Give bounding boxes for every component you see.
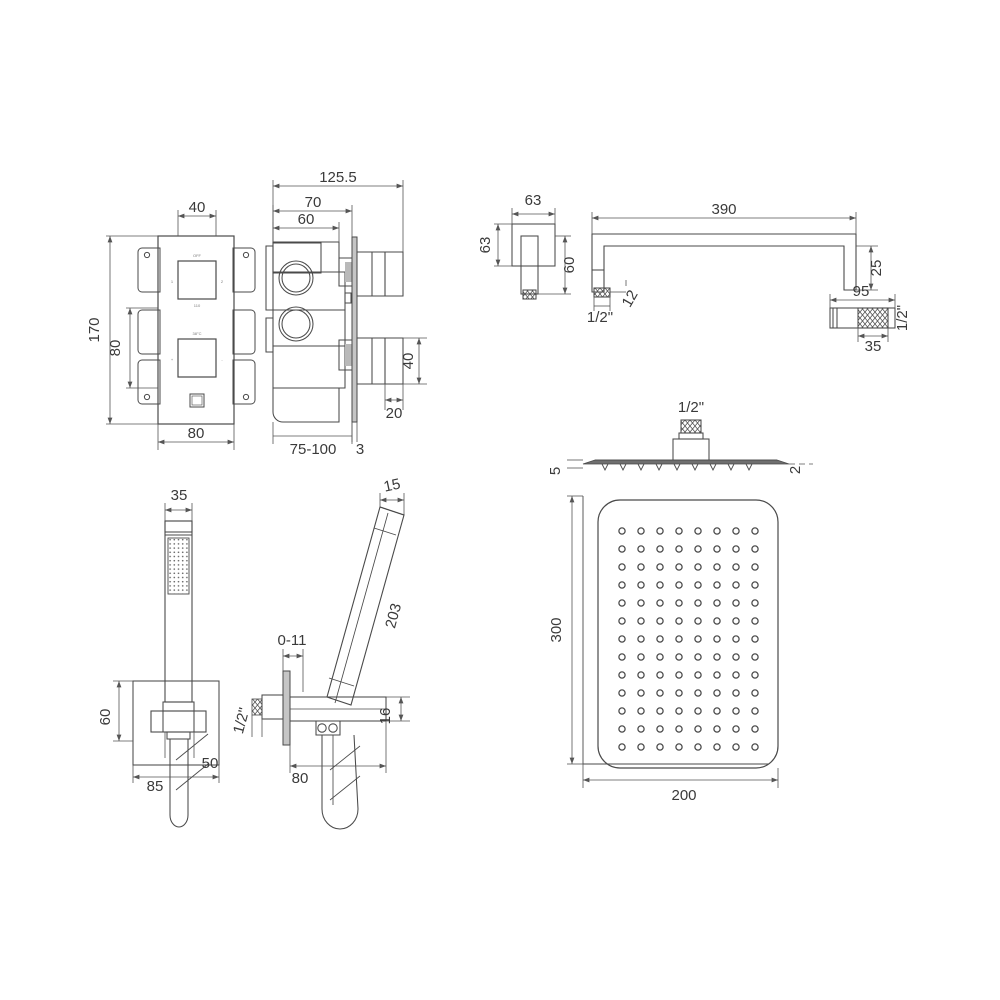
dims-hose-connector <box>829 294 896 342</box>
dim-50: 50 <box>202 755 219 772</box>
dims-handset-front <box>113 503 220 783</box>
handset-swivel-knuckle <box>315 720 341 736</box>
dim-12: 12 <box>619 287 642 310</box>
valve-mounting-ears <box>137 247 256 405</box>
dim-35-handset: 35 <box>171 487 188 504</box>
dim-60-depth: 60 <box>561 257 578 274</box>
knob-label-plus: + <box>171 357 174 362</box>
dim-15: 15 <box>382 476 402 496</box>
knob-label-1: 1 <box>171 279 174 284</box>
dim-half-handset: 1/2" <box>230 706 253 736</box>
dim-63-height: 63 <box>477 237 494 254</box>
dimtext-shower-arm: 390 25 12 1/2" <box>587 201 885 326</box>
dim-390: 390 <box>711 201 736 218</box>
dimtext-handset-side: 15 203 16 0-11 1/2" 80 <box>230 476 405 787</box>
head-inlet-thread <box>680 419 702 434</box>
handset-spray-face <box>167 537 190 595</box>
dim-2: 2 <box>787 466 804 474</box>
dims-valve-side <box>272 180 427 444</box>
view-shower-arm <box>591 233 857 298</box>
dims-valve-front <box>106 210 235 450</box>
wall-outlet-plate <box>511 223 556 267</box>
dim-half-connector: 1/2" <box>894 305 911 331</box>
dim-300: 300 <box>548 617 565 642</box>
dimtext-shower-head-face: 300 200 <box>548 617 697 804</box>
dim-203: 203 <box>382 602 405 631</box>
dims-handset-side <box>251 493 410 773</box>
dim-40: 40 <box>189 199 206 216</box>
dims-wall-outlet <box>494 208 571 295</box>
dim-75-100: 75-100 <box>290 441 337 458</box>
view-hose-connector <box>829 307 896 329</box>
view-handset-front <box>132 520 220 828</box>
dim-40-handle: 40 <box>400 353 417 370</box>
view-wall-outlet <box>511 223 556 300</box>
dims-shower-head-side <box>567 459 813 469</box>
wall-outlet-thread <box>522 289 537 300</box>
dimtext-valve-front: 40 170 80 80 <box>86 199 205 442</box>
dim-60-bracket: 60 <box>97 709 114 726</box>
shower-arm-inlet <box>593 287 611 298</box>
dim-16: 16 <box>377 708 394 725</box>
handset-angled-body <box>326 506 405 706</box>
dim-200: 200 <box>671 787 696 804</box>
shower-head-edge <box>582 459 790 465</box>
head-nozzle-teeth <box>601 463 753 472</box>
dims-shower-head-face <box>567 495 779 788</box>
dim-95: 95 <box>853 283 870 300</box>
dim-63-width: 63 <box>525 192 542 209</box>
handset-side-hose <box>321 734 359 830</box>
knob-label-off: OFF <box>193 253 202 258</box>
dim-125-5: 125.5 <box>319 169 357 186</box>
dimtext-valve-side: 125.5 70 60 40 20 75-100 3 <box>290 169 417 458</box>
valve-knob-lower <box>177 338 217 378</box>
dim-25: 25 <box>868 260 885 277</box>
view-valve-front <box>137 235 256 425</box>
dim-5: 5 <box>547 467 564 475</box>
hose-connector-thread <box>857 307 889 329</box>
dimtext-wall-outlet: 63 63 60 <box>477 192 578 273</box>
valve-port-lower <box>278 306 314 342</box>
dim-half-head: 1/2" <box>678 399 704 416</box>
view-shower-head-side <box>582 419 790 472</box>
dim-0-11: 0-11 <box>278 632 307 649</box>
valve-port-upper <box>278 260 314 296</box>
dim-80-inner: 80 <box>107 340 124 357</box>
handset-top-cap <box>164 520 193 533</box>
dims-shower-arm <box>591 212 878 311</box>
knob-label-minus: - <box>221 357 223 362</box>
dim-85: 85 <box>147 778 164 795</box>
dim-60: 60 <box>298 211 315 228</box>
dim-70: 70 <box>305 194 322 211</box>
valve-wall-plate <box>351 236 358 423</box>
dim-3: 3 <box>356 441 364 458</box>
handset-hose <box>169 739 189 828</box>
dim-20: 20 <box>386 405 403 422</box>
dim-170: 170 <box>86 317 103 342</box>
head-nozzle-grid <box>618 527 759 751</box>
dim-half-inlet: 1/2" <box>587 309 613 326</box>
valve-badge <box>189 393 205 408</box>
dimtext-handset-front: 35 60 50 85 <box>97 487 218 795</box>
view-handset-side <box>251 506 405 830</box>
knob-label-temp: 38°C <box>193 331 202 336</box>
dim-80-bottom: 80 <box>188 425 205 442</box>
handset-side-plate <box>282 670 291 746</box>
handset-wall-plate <box>132 680 220 766</box>
knob-label-110: 110 <box>194 303 201 308</box>
valve-knob-markings: OFF 110 1 2 38°C + - <box>171 253 224 362</box>
knob-label-2: 2 <box>221 279 224 284</box>
dim-35-thread: 35 <box>865 338 882 355</box>
dimtext-hose-connector: 95 35 1/2" <box>853 283 911 355</box>
shower-head-plate <box>597 499 779 769</box>
valve-face-plate <box>157 235 235 425</box>
view-valve-side <box>265 236 404 423</box>
dimtext-shower-head-side: 1/2" 5 2 <box>547 399 804 475</box>
dim-80: 80 <box>292 770 309 787</box>
valve-knob-upper <box>177 260 217 300</box>
